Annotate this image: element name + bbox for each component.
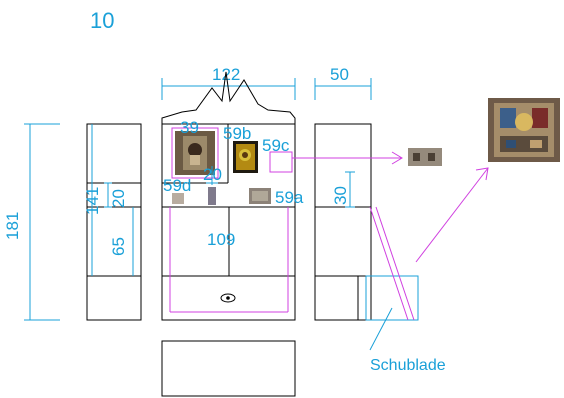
drawer-label: Schublade xyxy=(370,357,446,374)
lower-width-label: 109 xyxy=(207,230,235,249)
icon-painting-39 xyxy=(175,131,215,175)
height-upper-label: 141 xyxy=(83,187,102,215)
width-side-label: 50 xyxy=(330,65,349,84)
icon-item-59d xyxy=(172,187,216,205)
side-view-right-dims xyxy=(345,171,355,208)
side-upper-label: 30 xyxy=(331,186,350,205)
shelf-gap-label: 20 xyxy=(109,189,128,208)
item-59a-label: 59a xyxy=(275,188,304,207)
height-total-label: 181 xyxy=(3,212,22,240)
side-view-right xyxy=(314,123,372,321)
arrow-to-detail-small xyxy=(292,151,403,165)
detail-photo-small xyxy=(408,148,442,166)
item-59d-label: 59d xyxy=(163,176,191,195)
page-number: 10 xyxy=(90,8,114,33)
item-59c-label: 59c xyxy=(262,136,290,155)
side-view-left-dims xyxy=(91,124,134,276)
item-59b-label: 59b xyxy=(223,124,251,143)
highlight-shelves xyxy=(169,127,293,313)
front-cabinet xyxy=(161,71,296,321)
arrow-to-detail-large xyxy=(415,167,489,263)
height-lower-label: 65 xyxy=(109,237,128,256)
side-view-left xyxy=(86,123,142,321)
icon-item-59a xyxy=(249,188,271,204)
detail-photo-large xyxy=(488,98,560,162)
shelf-39-label: 39 xyxy=(180,118,199,137)
icon-painting-59b xyxy=(233,141,258,173)
keyhole-icon xyxy=(220,293,236,303)
drawer-leader-line xyxy=(369,307,393,351)
front-dims xyxy=(206,166,218,185)
drawer-outline xyxy=(365,206,419,321)
width-dimension-main xyxy=(161,78,296,100)
height-dimension-total xyxy=(24,123,60,321)
cabinet-base xyxy=(161,340,296,397)
width-dimension-side xyxy=(314,78,372,100)
shelf-20-label: 20 xyxy=(203,165,222,184)
